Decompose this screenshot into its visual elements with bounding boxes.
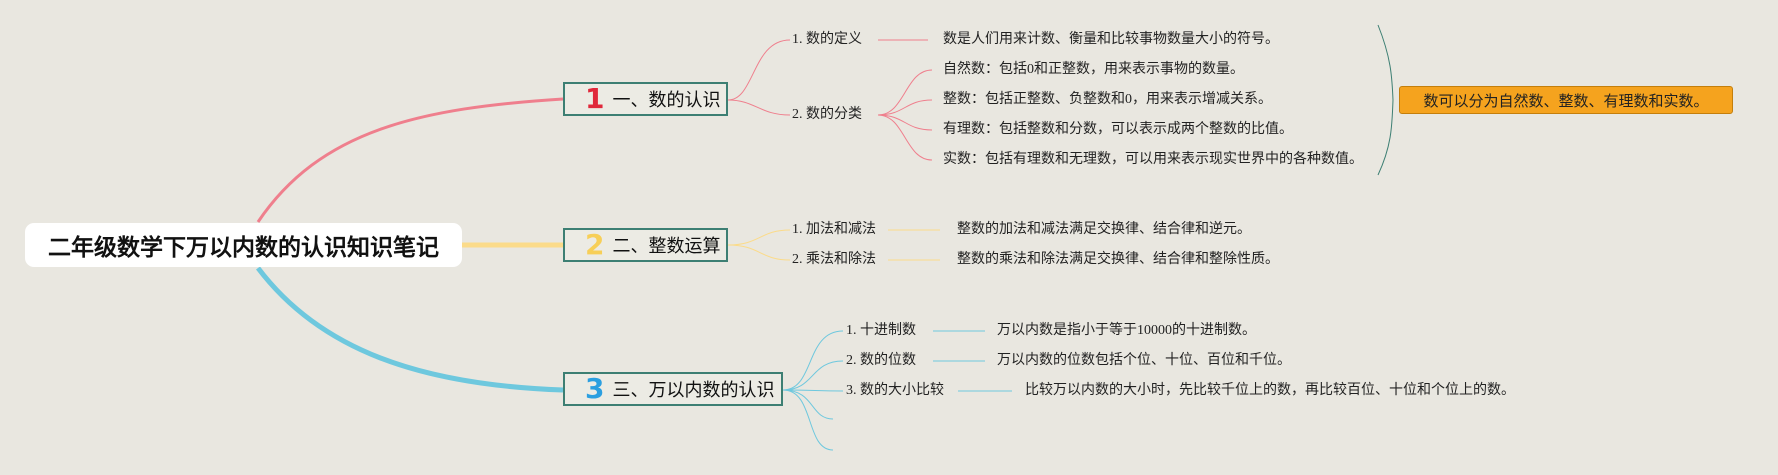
link-b1-c2 bbox=[727, 99, 791, 116]
branch-2-topic[interactable]: 2 二、整数运算 bbox=[563, 228, 728, 262]
branch-1-child-2-label[interactable]: 2. 数的分类 bbox=[792, 107, 862, 122]
branch-1-label: 一、数的认识 bbox=[612, 90, 721, 111]
root-title: 二年级数学下万以内数的认识知识笔记 bbox=[48, 235, 439, 261]
link-b3-c1 bbox=[782, 330, 844, 391]
branch-3-child-1-detail[interactable]: 万以内数是指小于等于10000的十进制数。 bbox=[997, 323, 1256, 338]
link-b3-c5 bbox=[782, 389, 834, 451]
summary-text: 数可以分为自然数、整数、有理数和实数。 bbox=[1423, 91, 1709, 110]
branch-1-number: 1 bbox=[585, 82, 605, 115]
branch-3-child-2-detail[interactable]: 万以内数的位数包括个位、十位、百位和千位。 bbox=[997, 353, 1291, 368]
link-b3-c3 bbox=[782, 389, 844, 392]
branch-2-child-1-label[interactable]: 1. 加法和减法 bbox=[792, 222, 876, 237]
link-b1-c2-d4 bbox=[877, 114, 933, 161]
branch-3-number: 3 bbox=[585, 372, 605, 405]
branch-1-child-2-detail-3[interactable]: 有理数：包括整数和分数，可以表示成两个整数的比值。 bbox=[943, 122, 1293, 137]
link-b1-c2-d3 bbox=[877, 114, 933, 131]
branch-1-topic[interactable]: 1 一、数的认识 bbox=[563, 82, 728, 116]
branch-3-child-3-label[interactable]: 3. 数的大小比较 bbox=[846, 383, 944, 398]
link-root-branch1 bbox=[256, 97, 564, 223]
branch-1-child-1-label[interactable]: 1. 数的定义 bbox=[792, 32, 862, 47]
link-b2-c2 bbox=[727, 244, 791, 261]
branch-3-child-3-detail[interactable]: 比较万以内数的大小时，先比较千位上的数，再比较百位、十位和个位上的数。 bbox=[1025, 383, 1515, 398]
summary-bracket bbox=[1377, 24, 1394, 176]
branch-3-label: 三、万以内数的认识 bbox=[612, 380, 775, 401]
branch-2-child-1-detail[interactable]: 整数的加法和减法满足交换律、结合律和逆元。 bbox=[957, 222, 1251, 237]
branch-3-child-2-label[interactable]: 2. 数的位数 bbox=[846, 353, 916, 368]
branch-1-child-2-detail-4[interactable]: 实数：包括有理数和无理数，可以用来表示现实世界中的各种数值。 bbox=[943, 152, 1363, 167]
link-b3-c2 bbox=[782, 360, 844, 391]
branch-1-child-2-detail-1[interactable]: 自然数：包括0和正整数，用来表示事物的数量。 bbox=[943, 62, 1244, 77]
branch-3-topic[interactable]: 3 三、万以内数的认识 bbox=[563, 372, 783, 406]
link-b1-c2-d1 bbox=[877, 69, 933, 116]
link-b2-c1 bbox=[727, 229, 791, 246]
branch-2-child-2-label[interactable]: 2. 乘法和除法 bbox=[792, 252, 876, 267]
branch-2-label: 二、整数运算 bbox=[612, 236, 721, 257]
link-b1-c2-d2 bbox=[877, 99, 933, 116]
branch-3-child-1-label[interactable]: 1. 十进制数 bbox=[846, 323, 916, 338]
branch-1-child-1-detail[interactable]: 数是人们用来计数、衡量和比较事物数量大小的符号。 bbox=[943, 32, 1279, 47]
root-topic[interactable]: 二年级数学下万以内数的认识知识笔记 bbox=[25, 223, 462, 267]
branch-2-child-2-detail[interactable]: 整数的乘法和除法满足交换律、结合律和整除性质。 bbox=[957, 252, 1279, 267]
branch-2-number: 2 bbox=[585, 228, 605, 261]
summary-callout[interactable]: 数可以分为自然数、整数、有理数和实数。 bbox=[1399, 86, 1733, 114]
link-b1-c1 bbox=[727, 39, 791, 101]
branch-1-child-2-detail-2[interactable]: 整数：包括正整数、负整数和0，用来表示增减关系。 bbox=[943, 92, 1272, 107]
link-b3-c4 bbox=[782, 389, 834, 420]
link-root-branch3 bbox=[256, 266, 564, 393]
